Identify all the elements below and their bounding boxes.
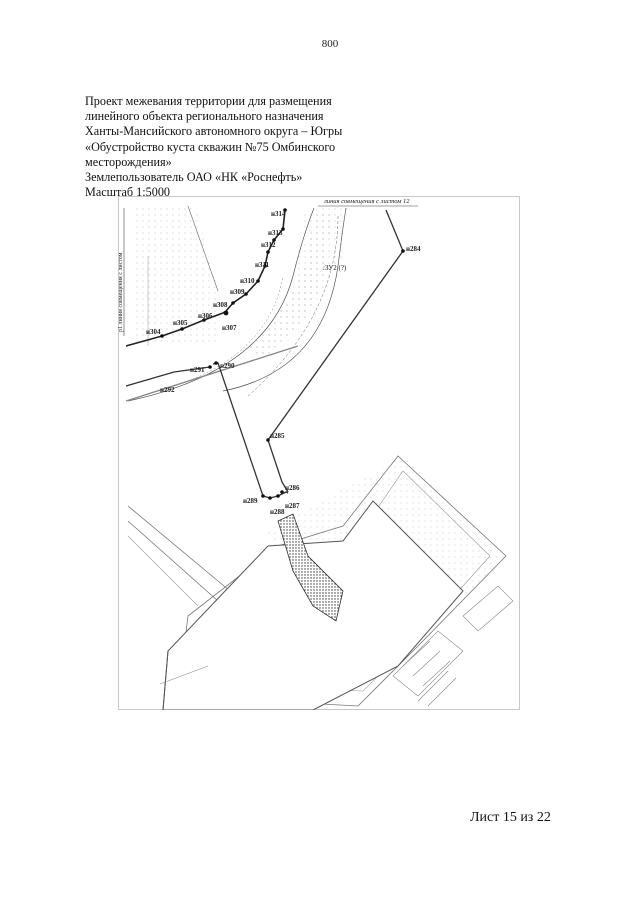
point-label: н289 <box>243 497 258 505</box>
header-line: Масштаб 1:5000 <box>85 185 171 200</box>
map-frame <box>118 196 520 710</box>
point-label: н309 <box>230 288 245 296</box>
boundary-line <box>125 310 227 347</box>
sheet-number: Лист 15 из 22 <box>470 810 551 825</box>
point-label: н311 <box>255 261 270 269</box>
point-label: н288 <box>270 508 285 516</box>
boundary-line <box>212 362 264 497</box>
point-label: н313 <box>268 229 283 237</box>
access-road <box>277 513 344 622</box>
survey-map: р1 линия совмещения с листом линия совме… <box>118 196 520 710</box>
header-line: Землепользователь ОАО «НК «Роснефть» <box>85 170 303 185</box>
corridor-hatch <box>248 210 333 361</box>
header-line: линейного объекта регионального назначен… <box>85 109 324 124</box>
boundary-line <box>125 366 211 387</box>
left-caption: р1 линия совмещения с листом <box>118 252 124 332</box>
header-line: Проект межевания территории для размещен… <box>85 94 332 108</box>
point-label: н287 <box>285 502 300 510</box>
structures-grid <box>392 585 514 707</box>
point-label: н306 <box>198 312 213 320</box>
header-line: месторождения» <box>85 154 172 169</box>
document-header: Проект межевания территории для размещен… <box>85 94 405 200</box>
top-caption: линия совмещения с листом 12 <box>323 198 410 205</box>
point-label: н305 <box>173 319 188 327</box>
point-label: н285 <box>270 432 285 440</box>
point-label: н286 <box>285 484 300 492</box>
vegetation-area <box>132 206 218 346</box>
point-label: н291 <box>190 366 205 374</box>
point-label: н290 <box>220 362 235 370</box>
point-label: н312 <box>261 241 276 249</box>
page-number: 800 <box>321 38 339 50</box>
boundary-vertices <box>160 208 405 500</box>
point-label: н292 <box>160 386 175 394</box>
header-line: «Обустройство куста скважин №75 Омбинско… <box>85 139 336 154</box>
point-label: н310 <box>240 277 255 285</box>
point-label: н304 <box>146 328 161 336</box>
parcel-label: :ЗУ2 (?) <box>323 264 347 272</box>
point-label: н308 <box>213 301 228 309</box>
header-line: Ханты-Мансийского автономного округа – Ю… <box>85 124 343 139</box>
point-label: н284 <box>406 245 421 253</box>
point-label: н307 <box>222 324 237 332</box>
point-label: н314 <box>271 210 286 218</box>
